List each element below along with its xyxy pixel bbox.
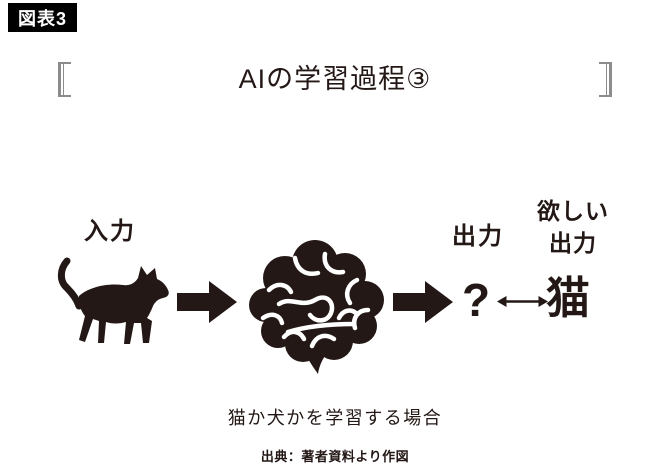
right-bracket-decoration — [599, 62, 612, 97]
right-arrow-icon — [177, 281, 237, 323]
desired-output-label: 欲しい 出力 — [523, 195, 623, 259]
brain-icon — [249, 240, 384, 374]
title-row: AIの学習過程③ — [0, 62, 670, 98]
desired-output-label-line1: 欲しい — [537, 198, 609, 224]
double-headed-arrow-icon — [497, 296, 548, 307]
left-bracket-decoration — [58, 62, 71, 97]
predicted-output-value: ? — [462, 274, 491, 326]
caption: 猫か犬かを学習する場合 — [227, 408, 443, 428]
page-title: AIの学習過程③ — [238, 64, 432, 94]
desired-output-value: 猫 — [546, 274, 590, 323]
source-credit: 出典：著者資料より作図 — [260, 449, 410, 464]
output-label: 出力 — [452, 223, 504, 250]
right-arrow-icon — [393, 281, 453, 323]
cat-silhouette-icon — [57, 257, 169, 344]
desired-output-label-line2: 出力 — [549, 230, 597, 256]
input-label: 入力 — [84, 218, 136, 245]
figure-badge: 図表3 — [8, 3, 78, 32]
